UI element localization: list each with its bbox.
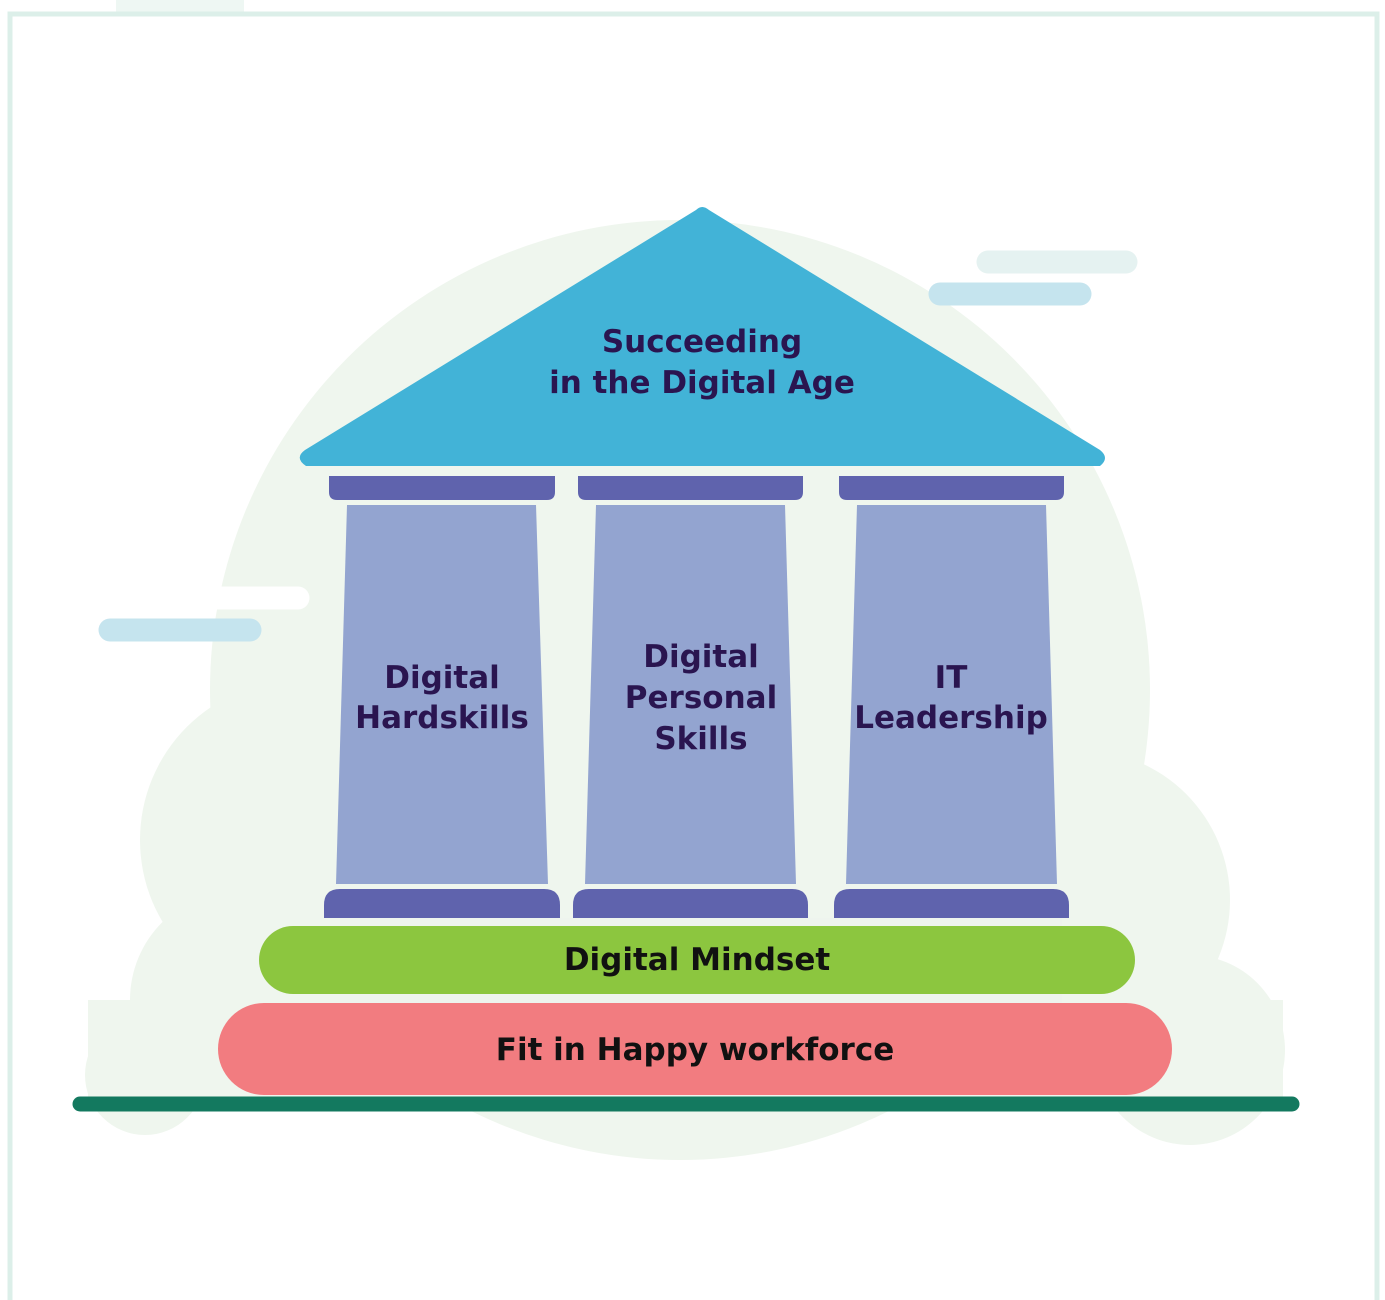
roof-title-line2: in the Digital Age xyxy=(549,365,855,401)
pillar-label-line: Skills xyxy=(654,721,747,757)
pillar-label-line: Digital xyxy=(384,660,500,696)
roof-triangle xyxy=(299,207,1105,466)
pillar-base-cap xyxy=(834,889,1069,918)
pillar-column xyxy=(336,505,548,884)
pillar-label-line: IT xyxy=(935,660,968,696)
pillar-it-leadership: IT Leadership xyxy=(834,476,1069,918)
pillar-digital-personal-skills: Digital Personal Skills xyxy=(573,476,808,918)
pillar-top-cap xyxy=(578,476,803,500)
roof-title-line1: Succeeding xyxy=(602,324,802,360)
pillar-label-line: Digital xyxy=(643,639,759,675)
pillar-column xyxy=(846,505,1057,884)
frame-border xyxy=(7,11,1380,1300)
happy-workforce-layer xyxy=(218,1003,1172,1095)
digital-mindset-layer xyxy=(259,926,1135,994)
pillar-top-cap xyxy=(839,476,1064,500)
pillar-column xyxy=(585,505,796,884)
cloud-left xyxy=(98,586,310,642)
pillar-label-line: Leadership xyxy=(854,700,1048,736)
happy-workforce-label: Fit in Happy workforce xyxy=(496,1032,894,1068)
digital-mindset-label: Digital Mindset xyxy=(564,942,831,978)
cloud-right xyxy=(928,250,1138,306)
frame-tab xyxy=(116,0,244,14)
pillar-base-cap xyxy=(324,889,560,918)
pillar-label-line: Personal xyxy=(625,680,777,716)
pillar-top-cap xyxy=(329,476,555,500)
pillar-base-cap xyxy=(573,889,808,918)
pillar-digital-hardskills: Digital Hardskills xyxy=(324,476,560,918)
pillar-label-line: Hardskills xyxy=(355,700,529,736)
